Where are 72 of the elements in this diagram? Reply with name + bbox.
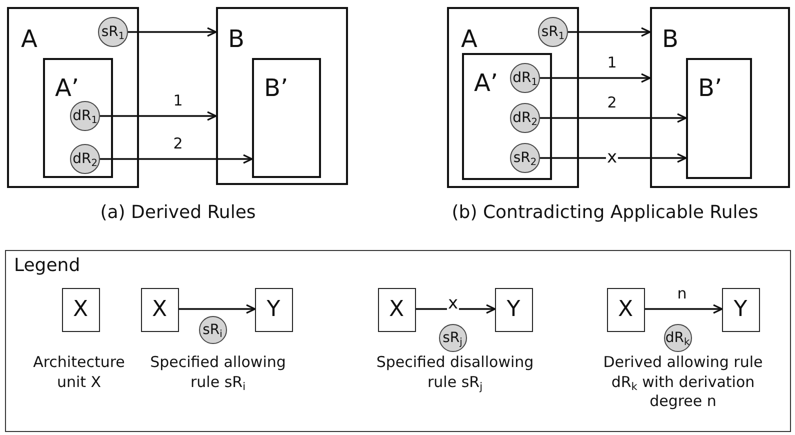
architecture-unit-box — [606, 288, 644, 332]
rule-label: sR$_{j}$ — [442, 330, 462, 344]
legend-description: Specified allowing rule sR$_{i}$ — [149, 353, 287, 392]
rule-label: sR$_{1}$ — [101, 25, 125, 39]
architecture-unit-box — [462, 53, 552, 180]
architecture-unit-box — [650, 7, 790, 188]
arrow — [540, 153, 687, 163]
rule-label: sR$_{1}$ — [541, 25, 565, 39]
unit-label: Y — [266, 298, 280, 320]
edge-label: 2 — [606, 96, 618, 110]
legend-description: Architecture unit X — [32, 353, 126, 392]
rule-circle — [438, 324, 466, 352]
edge-label: 2 — [172, 136, 184, 152]
arrow — [645, 304, 723, 314]
unit-label: B’ — [698, 76, 722, 100]
arrow — [100, 154, 253, 164]
architecture-unit-box — [216, 7, 348, 185]
legend-frame — [5, 250, 791, 432]
unit-label: B’ — [264, 76, 288, 100]
unit-label: X — [388, 298, 404, 320]
edge-label: 1 — [606, 56, 618, 70]
arrow — [128, 27, 217, 37]
rule-label: sR$_{i}$ — [202, 322, 222, 336]
architecture-unit-box — [447, 7, 579, 188]
arrow — [568, 27, 651, 37]
unit-label: X — [152, 298, 168, 320]
unit-label: B — [662, 27, 678, 51]
rule-circle — [510, 143, 540, 173]
unit-label: X — [72, 298, 88, 320]
rule-circle — [70, 101, 100, 131]
arrow — [416, 304, 496, 314]
architecture-unit-box — [378, 288, 416, 332]
rule-circle — [70, 144, 100, 174]
rule-circle — [538, 17, 568, 47]
architecture-unit-box — [140, 288, 178, 332]
architecture-unit-box — [43, 58, 113, 178]
rule-circle — [98, 17, 128, 47]
rule-label: dR$_{2}$ — [72, 152, 98, 166]
panel-caption: (a) Derived Rules — [100, 202, 256, 223]
unit-label: A — [21, 27, 38, 51]
architecture-unit-box — [494, 288, 532, 332]
rule-label: dR$_{2}$ — [512, 111, 538, 125]
rule-label: dR$_{1}$ — [72, 109, 98, 123]
architecture-unit-box — [254, 288, 292, 332]
edge-label: 1 — [172, 94, 184, 108]
arrow — [540, 73, 651, 83]
architecture-unit-box — [7, 7, 139, 188]
unit-label: A’ — [474, 71, 498, 95]
arrow — [100, 111, 217, 121]
rule-label: dR$_{k}$ — [665, 330, 690, 344]
architecture-unit-box — [686, 58, 752, 179]
rule-circle — [664, 324, 692, 352]
unit-label: X — [618, 298, 634, 320]
architecture-unit-box — [62, 288, 100, 332]
legend-description: Specified disallowing rule sR$_{j}$ — [375, 353, 535, 392]
unit-label: A’ — [55, 76, 80, 100]
unit-label: B — [228, 27, 244, 51]
architecture-unit-box — [252, 58, 321, 178]
rule-label: sR$_{2}$ — [513, 151, 537, 165]
unit-label: Y — [734, 298, 748, 320]
rule-label: dR$_{1}$ — [512, 71, 538, 85]
panel-caption: (b) Contradicting Applicable Rules — [452, 202, 758, 223]
unit-label: A — [461, 27, 478, 51]
unit-label: Y — [506, 298, 520, 320]
arrow — [179, 304, 256, 314]
legend-description: Derived allowing rule dR$_{k}$ with derivation degree n — [602, 353, 764, 412]
legend-heading: Legend — [14, 257, 80, 275]
arrow — [540, 113, 687, 123]
rule-circle — [510, 63, 540, 93]
rule-circle — [198, 316, 226, 344]
architecture-unit-box — [722, 288, 760, 332]
rule-circle — [510, 103, 540, 133]
